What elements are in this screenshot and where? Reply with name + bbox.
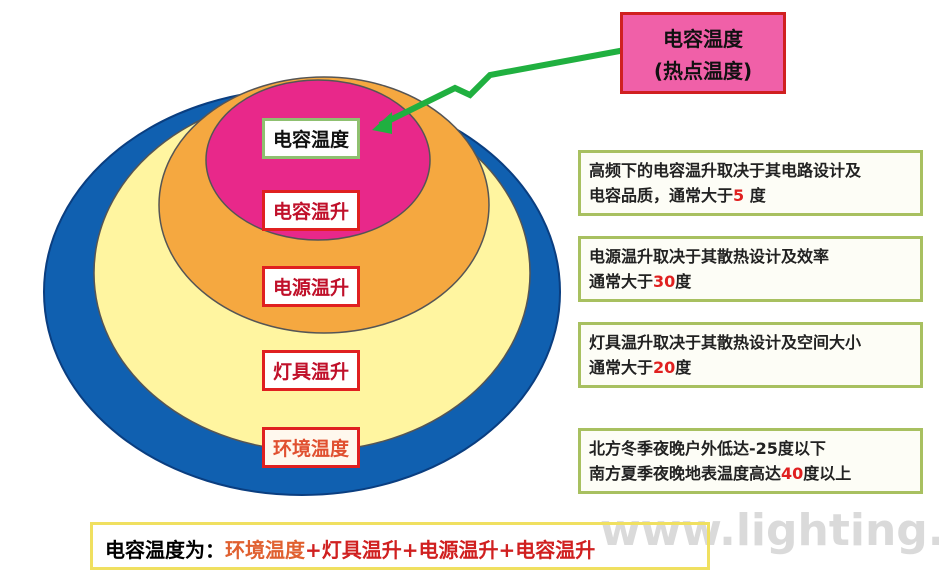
note-value: 5 <box>733 186 745 205</box>
arrow-line <box>378 47 626 128</box>
note-text: 南方夏季夜晚地表温度高达 <box>589 464 782 483</box>
note-line: 北方冬季夜晚户外低达-25度以下 <box>589 439 826 458</box>
formula-plus: + <box>498 538 516 562</box>
note-text: 度 <box>744 186 766 205</box>
formula-plus: + <box>401 538 419 562</box>
formula-plus: + <box>305 538 322 562</box>
note-text: 度 <box>675 358 692 377</box>
note-text: 度 <box>675 272 692 291</box>
formula-term: 电源温升 <box>418 538 499 562</box>
label-ambient: 环境温度 <box>262 427 361 468</box>
note-text: 通常大于 <box>589 272 654 291</box>
formula-box: 电容温度为：环境温度+灯具温升+电源温升+电容温升 <box>90 522 710 570</box>
note-value: 30 <box>653 272 676 291</box>
note-line: 灯具温升取决于其散热设计及空间大小 <box>589 333 862 352</box>
label-cap-rise: 电容温升 <box>262 190 361 231</box>
label-cap-temp: 电容温度 <box>262 118 361 159</box>
note-line: 高频下的电容温升取决于其电路设计及 <box>589 161 862 180</box>
note-text: 度以上 <box>803 464 852 483</box>
note-line: 电源温升取决于其散热设计及效率 <box>589 247 830 266</box>
formula-prefix: 电容温度为： <box>105 538 225 562</box>
watermark: www.lighting.cn <box>600 505 939 556</box>
note-text: 通常大于 <box>589 358 654 377</box>
callout-subtitle: (热点温度) <box>653 59 753 83</box>
arrow-head <box>372 112 392 134</box>
note-value: 40 <box>781 464 804 483</box>
note-power: 电源温升取决于其散热设计及效率通常大于30度 <box>578 236 923 302</box>
note-text: 电容品质，通常大于 <box>589 186 734 205</box>
note-value: 20 <box>653 358 676 377</box>
formula-term: 环境温度 <box>225 538 305 562</box>
formula-term: 灯具温升 <box>321 538 402 562</box>
note-cap: 高频下的电容温升取决于其电路设计及电容品质，通常大于5 度 <box>578 150 923 216</box>
hotspot-callout: 电容温度 (热点温度) <box>620 12 786 94</box>
callout-title: 电容温度 <box>663 27 743 51</box>
note-lamp: 灯具温升取决于其散热设计及空间大小通常大于20度 <box>578 322 923 388</box>
label-power-rise: 电源温升 <box>262 266 361 307</box>
formula-term: 电容温升 <box>515 538 596 562</box>
label-lamp-rise: 灯具温升 <box>262 350 361 391</box>
note-ambient: 北方冬季夜晚户外低达-25度以下南方夏季夜晚地表温度高达40度以上 <box>578 428 923 494</box>
